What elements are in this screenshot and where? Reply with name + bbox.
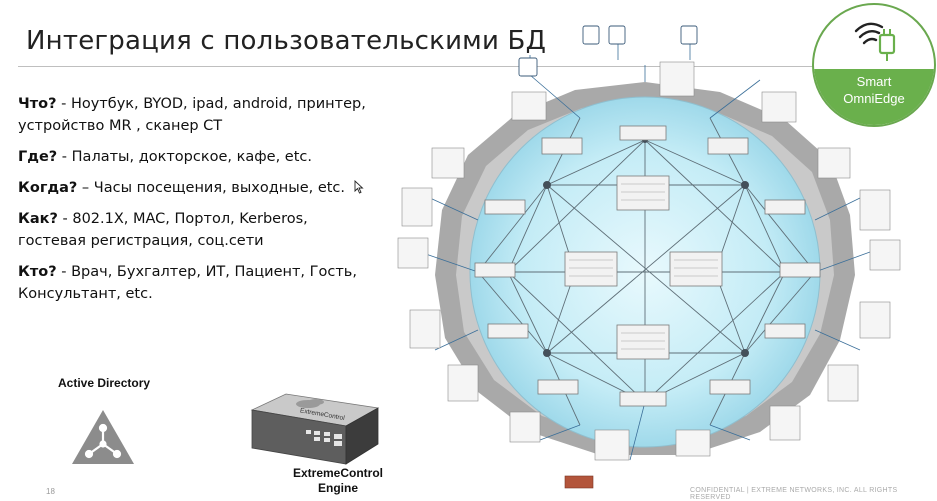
badge-line2: OmniEdge	[843, 91, 905, 106]
qa-what-answer: - Ноутбук, BYOD, ipad, android, принтер,…	[18, 96, 366, 134]
qa-where-answer: - Палаты, докторское, кафе, etc.	[57, 149, 312, 165]
qa-what: Что? - Ноутбук, BYOD, ipad, android, при…	[18, 93, 378, 137]
network-sphere-diagram	[397, 25, 901, 489]
slide-title: Интеграция с пользовательскими БД	[26, 26, 547, 56]
title-underline	[18, 66, 818, 67]
badge-line1: Smart	[856, 74, 892, 89]
server-box-rows	[569, 183, 718, 350]
extremecontrol-appliance-icon: ExtremeControl	[250, 393, 380, 465]
top-tablets	[518, 25, 698, 77]
qa-how: Как? - 802.1X, MAC, Портол, Kerberos, го…	[18, 208, 378, 252]
qa-who-answer: - Врач, Бухгалтер, ИТ, Пациент, Гость, К…	[18, 264, 357, 302]
wifi-plug-icon	[854, 22, 896, 61]
qa-who-question: Кто?	[18, 264, 57, 280]
qa-when-question: Когда?	[18, 180, 78, 196]
qa-who: Кто? - Врач, Бухгалтер, ИТ, Пациент, Гос…	[18, 261, 378, 305]
qa-where: Где? - Палаты, докторское, кафе, etc.	[18, 146, 378, 168]
qa-how-answer: - 802.1X, MAC, Портол, Kerberos, гостева…	[18, 211, 308, 249]
spoke-lines	[419, 40, 871, 461]
qa-when-answer: – Часы посещения, выходные, etc.	[77, 180, 346, 196]
extremecontrol-line2: Engine	[317, 481, 358, 495]
server-boxes	[474, 125, 821, 407]
smart-omniedge-badge: Smart OmniEdge	[812, 3, 936, 127]
qa-where-question: Где?	[18, 149, 58, 165]
badge-green-band	[814, 69, 934, 125]
page-number: 18	[46, 487, 55, 496]
active-directory-label: Active Directory	[58, 376, 151, 390]
mouse-cursor-icon	[354, 180, 364, 194]
active-directory-icon	[72, 410, 134, 464]
badge-label: Smart OmniEdge	[814, 73, 934, 107]
extremecontrol-line1: ExtremeControl	[292, 466, 384, 480]
extremecontrol-engine-label: ExtremeControl Engine	[268, 466, 408, 496]
firewall-icon	[564, 475, 594, 489]
qa-when: Когда? – Часы посещения, выходные, etc.	[18, 177, 378, 199]
qa-how-question: Как?	[18, 211, 58, 227]
edge-devices	[397, 61, 901, 461]
qa-what-question: Что?	[18, 96, 57, 112]
confidential-footer: CONFIDENTIAL | EXTREME NETWORKS, INC. AL…	[690, 487, 898, 501]
